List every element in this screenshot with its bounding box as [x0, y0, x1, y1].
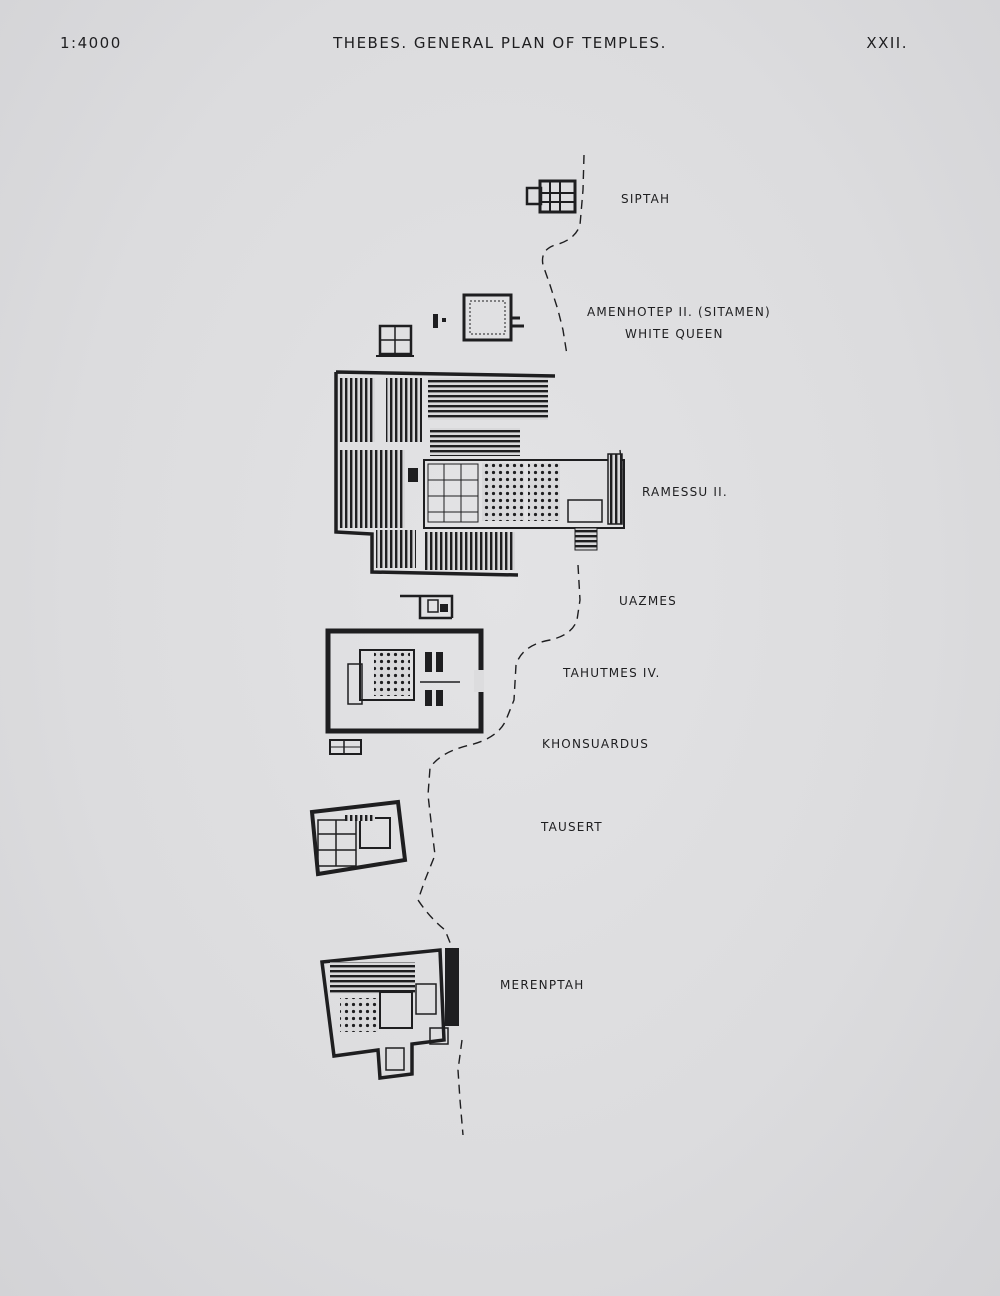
uazmes-plan	[400, 594, 454, 620]
label-amenhotep: AMENHOTEP II. (SITAMEN)	[587, 305, 771, 319]
khonsuardus-plan	[329, 739, 362, 755]
label-ramessu: RAMESSU II.	[642, 485, 728, 499]
plate-title: THEBES. GENERAL PLAN OF TEMPLES.	[333, 34, 667, 52]
label-uazmes: UAZMES	[619, 594, 677, 608]
tausert-plan	[309, 799, 408, 877]
label-tausert: TAUSERT	[541, 820, 603, 834]
label-tahutmes: TAHUTMES IV.	[563, 666, 661, 680]
siptah-plan	[525, 179, 577, 214]
label-merenptah: MERENPTAH	[500, 978, 585, 992]
ramessu-plan	[334, 370, 625, 577]
label-khonsuardus: KHONSUARDUS	[542, 737, 650, 751]
white-queen-plan	[376, 324, 414, 357]
scale-label: 1:4000	[60, 34, 122, 52]
amenhotep-plan	[433, 293, 524, 342]
plate-number: XXII.	[866, 34, 908, 52]
label-white-queen: WHITE QUEEN	[625, 327, 724, 341]
tahutmes-plan	[325, 628, 484, 734]
merenptah-plan	[320, 948, 459, 1080]
label-siptah: SIPTAH	[621, 192, 671, 206]
